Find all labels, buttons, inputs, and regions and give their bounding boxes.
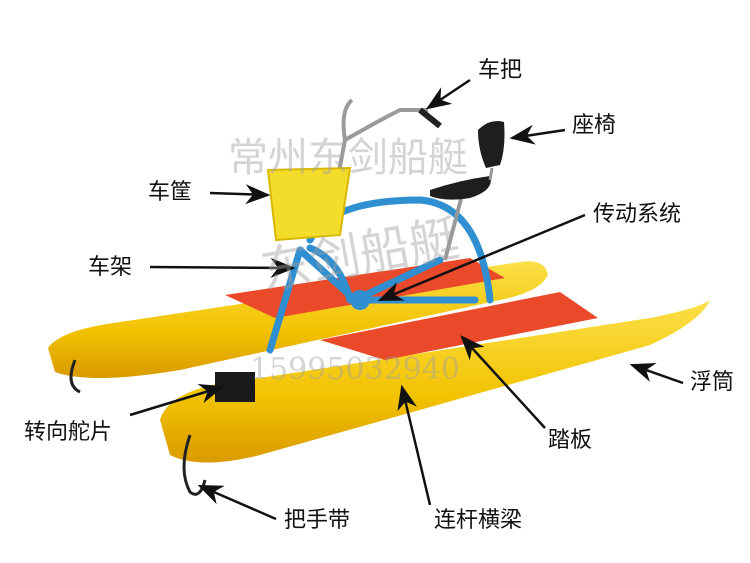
label-pedal-board: 踏板 bbox=[548, 428, 593, 453]
seat bbox=[430, 176, 491, 200]
label-frame: 车架 bbox=[88, 255, 133, 280]
watermark-company: 常州东剑船艇 bbox=[228, 135, 468, 181]
label-basket: 车筐 bbox=[148, 180, 193, 205]
seat-back bbox=[478, 121, 505, 168]
label-seat: 座椅 bbox=[572, 113, 617, 138]
handlebar bbox=[326, 98, 428, 231]
rear-pedal-board bbox=[225, 258, 505, 318]
label-crossbeam: 连杆横梁 bbox=[434, 508, 523, 533]
label-handle-strap: 把手带 bbox=[284, 508, 351, 533]
label-rudder: 转向舵片 bbox=[24, 420, 113, 445]
basket bbox=[266, 166, 352, 242]
transmission-hub bbox=[350, 290, 370, 310]
callout-arrows bbox=[129, 78, 684, 521]
front-pedal-board bbox=[320, 292, 598, 360]
label-transmission: 传动系统 bbox=[593, 202, 682, 227]
watermark-phone: 15995032940 bbox=[250, 352, 460, 387]
front-float bbox=[160, 300, 710, 463]
label-handlebar: 车把 bbox=[478, 58, 523, 83]
label-float: 浮筒 bbox=[690, 370, 735, 395]
